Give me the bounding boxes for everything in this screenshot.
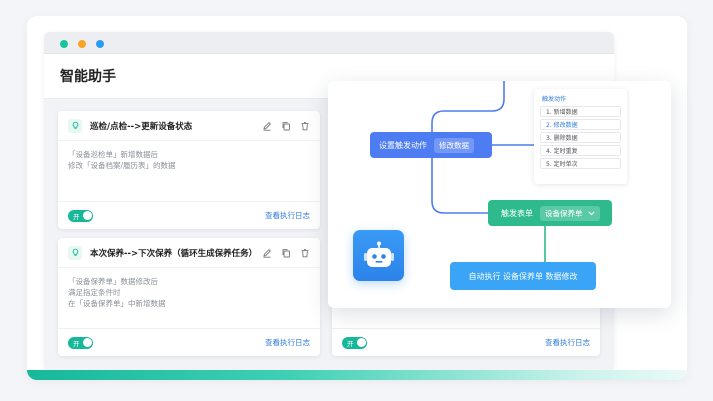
trigger-form-value: 设备保养单: [545, 208, 583, 218]
action-menu-item-repeat[interactable]: 4. 定时重复: [540, 145, 621, 156]
action-menu-item-once[interactable]: 5. 定时单次: [540, 158, 621, 169]
window-dot-green: [60, 40, 68, 48]
lightbulb-icon: [68, 245, 82, 260]
auto-execute-label: 自动执行 设备保养单 数据修改: [468, 271, 578, 281]
set-action-node[interactable]: 设置触发动作 修改数据: [370, 132, 492, 158]
action-menu-title: 触发动作: [542, 96, 567, 103]
flow-connectors: [431, 81, 546, 262]
rule-enable-toggle[interactable]: 开: [68, 209, 93, 222]
view-log-link[interactable]: 查看执行日志: [265, 211, 310, 220]
rule-name: 巡检/点检-->更新设备状态: [90, 121, 193, 132]
rule-enable-toggle[interactable]: 开: [68, 336, 93, 349]
action-dropdown-menu: 触发动作 1. 新增数据 2. 修改数据 3. 删除数据 4. 定时重复 5. …: [534, 89, 627, 184]
rule-footer: 开 查看执行日志: [58, 328, 320, 356]
robot-icon[interactable]: [353, 230, 404, 281]
rule-header: 巡检/点检-->更新设备状态: [58, 111, 320, 141]
rule-enable-toggle[interactable]: 开: [342, 336, 367, 349]
robot-icon-graphic: [363, 241, 394, 267]
rule-line: 「设备巡检单」新增数据后: [68, 150, 158, 159]
rule-line: 在「设备保养单」中新增数据: [68, 299, 166, 308]
trigger-form-label: 触发表单: [501, 208, 533, 218]
rule-card-inspection[interactable]: 巡检/点检-->更新设备状态 「设备巡检单」新增数据后 修改「设备档案/履历表」…: [58, 111, 320, 229]
action-menu-item-add[interactable]: 1. 新增数据: [540, 106, 621, 117]
rule-footer: 开 查看执行日志: [332, 328, 600, 356]
rule-card-maintenance[interactable]: 本次保养-->下次保养（循环生成保养任务） 「设备保养单」数据修改后 满足指定条…: [58, 238, 320, 356]
rule-description: 「设备巡检单」新增数据后 修改「设备档案/履历表」的数据: [58, 141, 320, 203]
toggle-label: 开: [73, 339, 80, 348]
toggle-knob: [82, 338, 92, 347]
view-log-link[interactable]: 查看执行日志: [545, 338, 590, 347]
rule-footer: 开 查看执行日志: [58, 201, 320, 229]
automation-flow-panel: 设置触发动作 修改数据 触发动作 1. 新增数据 2. 修改数据 3. 删除数据…: [328, 81, 671, 308]
toggle-knob: [356, 338, 366, 347]
toggle-label: 开: [347, 339, 354, 348]
toggle-knob: [82, 211, 92, 220]
page-title: 智能助手: [60, 69, 116, 85]
rule-header: 本次保养-->下次保养（循环生成保养任务）: [58, 238, 320, 268]
trigger-form-select[interactable]: 设备保养单: [540, 205, 600, 221]
set-action-value: 修改数据: [434, 137, 474, 153]
action-menu-item-modify[interactable]: 2. 修改数据: [540, 119, 621, 130]
auto-execute-node[interactable]: 自动执行 设备保养单 数据修改: [450, 262, 596, 290]
window-dot-yellow: [78, 40, 86, 48]
set-action-label: 设置触发动作: [379, 140, 427, 150]
rule-line: 修改「设备档案/履历表」的数据: [68, 161, 176, 170]
pencil-icon[interactable]: [262, 248, 272, 258]
copy-icon[interactable]: [281, 121, 291, 131]
window-titlebar: [44, 32, 614, 54]
rule-name: 本次保养-->下次保养（循环生成保养任务）: [90, 248, 258, 259]
view-log-link[interactable]: 查看执行日志: [265, 338, 310, 347]
action-menu-item-delete[interactable]: 3. 删除数据: [540, 132, 621, 143]
rule-line: 「设备保养单」数据修改后: [68, 277, 158, 286]
toggle-label: 开: [73, 212, 80, 221]
rule-description: 「设备保养单」数据修改后 满足指定条件时 在「设备保养单」中新增数据: [58, 268, 320, 330]
lightbulb-icon: [68, 118, 82, 133]
bottom-accent-bar: [27, 370, 687, 380]
rule-line: 满足指定条件时: [68, 288, 121, 297]
trash-icon[interactable]: [300, 121, 310, 131]
window-dot-blue: [96, 40, 104, 48]
copy-icon[interactable]: [281, 248, 291, 258]
chevron-down-icon: [587, 210, 595, 215]
trigger-form-node[interactable]: 触发表单 设备保养单: [488, 200, 612, 226]
trash-icon[interactable]: [300, 248, 310, 258]
pencil-icon[interactable]: [262, 121, 272, 131]
